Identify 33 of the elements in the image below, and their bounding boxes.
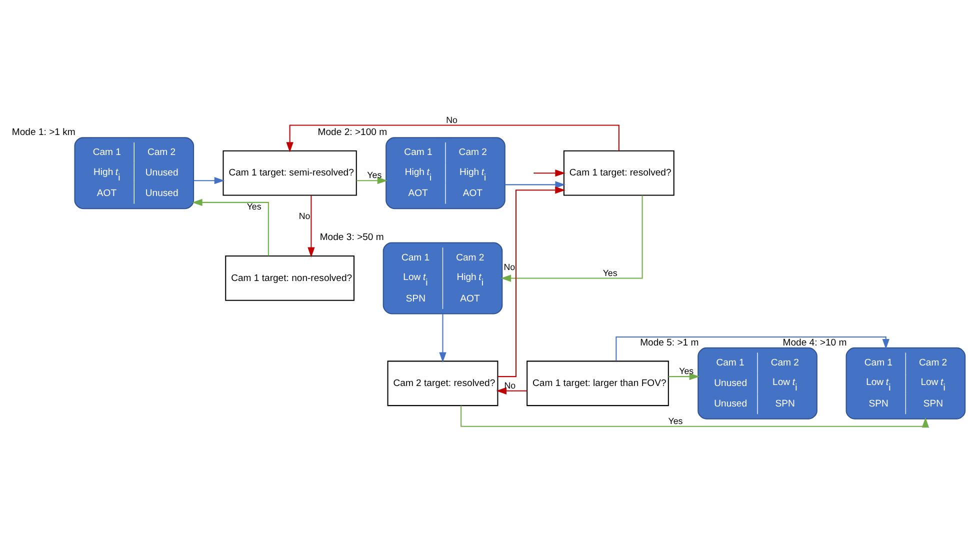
node-box: Cam 1 target: larger than FOV? <box>526 360 669 406</box>
edge-label: No <box>298 211 310 222</box>
arrow <box>356 177 388 184</box>
arrow <box>668 372 700 380</box>
arrow <box>500 195 643 282</box>
edge-label: No <box>504 262 516 272</box>
edge-label: Yes <box>367 170 382 180</box>
arrow <box>616 336 890 361</box>
node-box: Cam 1 target: semi-resolved? <box>222 150 357 196</box>
edge-label: Yes <box>668 416 683 426</box>
arrow <box>504 181 566 188</box>
node-box: Cam 1 target: resolved? <box>563 150 674 196</box>
node-box: Cam 1 target: non-resolved? <box>225 256 354 301</box>
node-box: Cam 2 target: resolved? <box>387 360 498 406</box>
arrow <box>498 186 566 378</box>
edge-label: Yes <box>679 366 694 376</box>
arrow <box>534 170 566 177</box>
arrow <box>496 387 528 394</box>
arrow <box>192 198 269 256</box>
arrow <box>194 177 225 184</box>
arrow <box>460 406 930 428</box>
node-label: Mode 2: >100 m <box>318 126 388 138</box>
arrow <box>286 124 620 152</box>
edge-label: No <box>504 380 516 390</box>
node-label: Mode 3: >50 m <box>320 232 384 244</box>
node-label: Mode 4: >10 m <box>782 337 847 348</box>
node-label: Mode 1: >1 km <box>12 126 76 138</box>
arrow <box>439 314 446 363</box>
edge-label: Yes <box>602 268 618 278</box>
arrow <box>308 195 315 258</box>
edge-label: No <box>446 114 458 125</box>
edge-label: Yes <box>246 202 262 212</box>
node-label: Mode 5: >1 m <box>640 337 699 348</box>
